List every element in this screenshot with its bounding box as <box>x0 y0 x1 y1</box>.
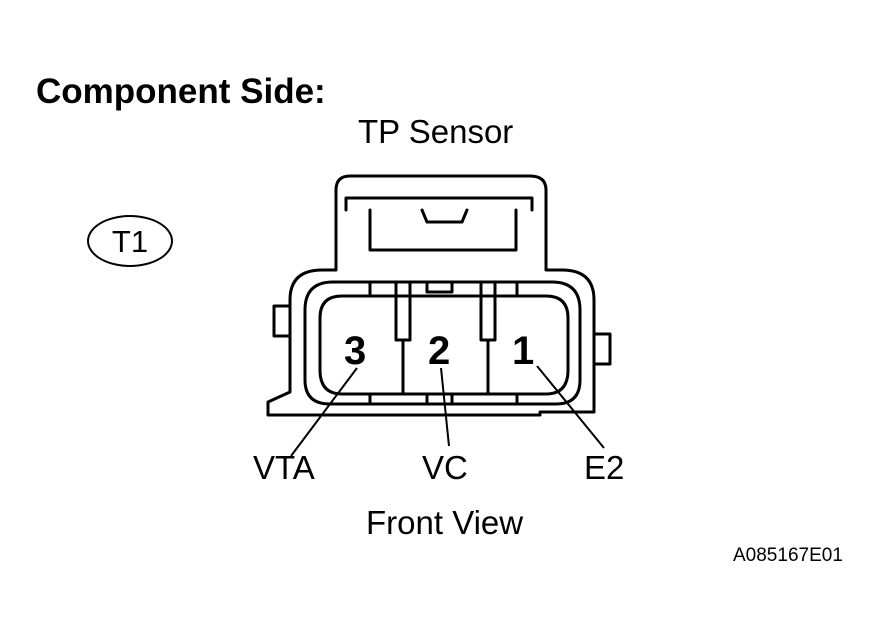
cavity-divider-right <box>479 280 497 396</box>
top-lock <box>344 196 534 252</box>
top-key <box>425 280 454 294</box>
pin-number-3: 3 <box>344 329 366 373</box>
figure-code: A085167E01 <box>733 545 843 566</box>
right-side-tab <box>592 332 612 366</box>
connector-id-badge: T1 <box>87 215 173 267</box>
pin-label-e2: E2 <box>584 449 625 486</box>
inner-frame <box>303 280 582 406</box>
pin-number-1: 1 <box>512 329 534 373</box>
cavity-marks <box>368 280 519 406</box>
connector-id-label: T1 <box>111 224 149 259</box>
pin-cavity-area <box>318 294 570 396</box>
leader-line-e2 <box>536 365 605 449</box>
heading: Component Side: <box>36 72 326 111</box>
bottom-key <box>425 392 454 406</box>
pin-label-vta: VTA <box>253 449 315 486</box>
leader-line-vc <box>440 367 450 447</box>
left-side-tab <box>272 304 292 338</box>
sensor-name: TP Sensor <box>358 113 514 150</box>
pin-number-2: 2 <box>428 329 450 373</box>
view-label: Front View <box>366 504 524 541</box>
pin-label-vc: VC <box>422 449 468 486</box>
leader-line-vta <box>290 367 358 457</box>
cavity-divider-left <box>394 280 412 396</box>
connector-housing <box>266 174 596 417</box>
